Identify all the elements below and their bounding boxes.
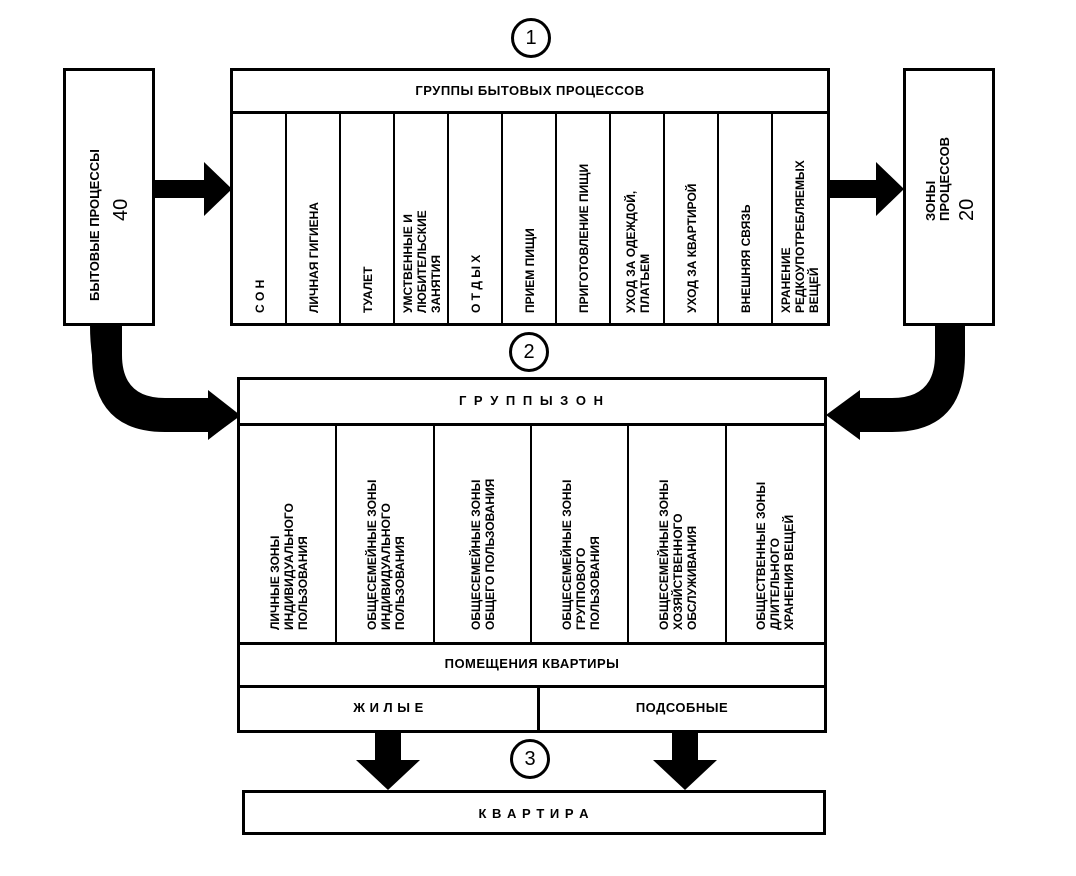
- zone-group-4: ОБЩЕСЕМЕЙНЫЕ ЗОНЫ ГРУППОВОГО ПОЛЬЗОВАНИЯ: [532, 426, 630, 642]
- zone-groups-list: ЛИЧНЫЕ ЗОНЫ ИНДИВИДУАЛЬНОГО ПОЛЬЗОВАНИЯ О…: [240, 426, 824, 645]
- household-processes-title: БЫТОВЫЕ ПРОЦЕССЫ: [87, 149, 102, 301]
- process-group-10: ВНЕШНЯЯ СВЯЗЬ: [719, 114, 773, 323]
- process-zones-title: ЗОНЫ ПРОЦЕССОВ: [923, 136, 952, 221]
- process-groups-header: ГРУППЫ БЫТОВЫХ ПРОЦЕССОВ: [233, 71, 827, 114]
- apartment-text: К В А Р Т И Р А: [478, 806, 590, 821]
- zone-group-1: ЛИЧНЫЕ ЗОНЫ ИНДИВИДУАЛЬНОГО ПОЛЬЗОВАНИЯ: [240, 426, 338, 642]
- household-processes-box: БЫТОВЫЕ ПРОЦЕССЫ 40: [63, 68, 155, 326]
- marker-1: 1: [511, 18, 551, 58]
- zone-group-label: ОБЩЕСЕМЕЙНЫЕ ЗОНЫ ГРУППОВОГО ПОЛЬЗОВАНИЯ: [559, 479, 602, 630]
- marker-3: 3: [510, 739, 550, 779]
- process-group-label: О Т Д Ы Х: [469, 254, 483, 313]
- rooms-auxiliary-text: ПОДСОБНЫЕ: [635, 700, 729, 715]
- arrow-left-to-processes: [154, 162, 232, 216]
- zone-group-5: ОБЩЕСЕМЕЙНЫЕ ЗОНЫ ХОЗЯЙСТВЕННОГО ОБСЛУЖИ…: [629, 426, 727, 642]
- process-group-label: ПРИГОТОВЛЕНИЕ ПИЩИ: [577, 163, 591, 313]
- process-group-label: С О Н: [253, 279, 267, 313]
- household-processes-number: 40: [110, 198, 132, 221]
- rooms-header: ПОМЕЩЕНИЯ КВАРТИРЫ: [240, 645, 824, 688]
- zone-groups-header: Г Р У П П Ы З О Н: [240, 380, 824, 426]
- arrow-right-curve-to-zones: [826, 325, 965, 440]
- process-group-4: УМСТВЕННЫЕ И ЛЮБИТЕЛЬСКИЕ ЗАНЯТИЯ: [395, 114, 449, 323]
- process-group-label: УХОД ЗА КВАРТИРОЙ: [685, 183, 699, 313]
- zone-group-label: ЛИЧНЫЕ ЗОНЫ ИНДИВИДУАЛЬНОГО ПОЛЬЗОВАНИЯ: [267, 503, 310, 630]
- process-group-3: ТУАЛЕТ: [341, 114, 395, 323]
- rooms-auxiliary: ПОДСОБНЫЕ: [540, 688, 824, 730]
- process-zones-number: 20: [956, 198, 978, 221]
- zone-group-2: ОБЩЕСЕМЕЙНЫЕ ЗОНЫ ИНДИВИДУАЛЬНОГО ПОЛЬЗО…: [337, 426, 435, 642]
- zone-group-3: ОБЩЕСЕМЕЙНЫЕ ЗОНЫ ОБЩЕГО ПОЛЬЗОВАНИЯ: [435, 426, 532, 642]
- process-group-label: ТУАЛЕТ: [361, 266, 375, 313]
- rooms-header-text: ПОМЕЩЕНИЯ КВАРТИРЫ: [444, 656, 620, 671]
- process-group-label: ВНЕШНЯЯ СВЯЗЬ: [739, 204, 753, 313]
- process-groups-header-text: ГРУППЫ БЫТОВЫХ ПРОЦЕССОВ: [415, 83, 645, 98]
- process-group-2: ЛИЧНАЯ ГИГИЕНА: [287, 114, 341, 323]
- process-group-label: УХОД ЗА ОДЕЖДОЙ, ПЛАТЬЕМ: [624, 190, 652, 313]
- process-groups-list: С О Н ЛИЧНАЯ ГИГИЕНА ТУАЛЕТ УМСТВЕННЫЕ И ЛЮ…: [233, 114, 827, 323]
- process-zones-box: ЗОНЫ ПРОЦЕССОВ 20: [903, 68, 995, 326]
- process-group-label: ПРИЕМ ПИЩИ: [523, 228, 537, 313]
- zone-group-6: ОБЩЕСТВЕННЫЕ ЗОНЫ ДЛИТЕЛЬНОГО ХРАНЕНИЯ В…: [727, 426, 824, 642]
- process-group-5: О Т Д Ы Х: [449, 114, 503, 323]
- process-groups-box: ГРУППЫ БЫТОВЫХ ПРОЦЕССОВ С О Н ЛИЧНАЯ ГИГ…: [230, 68, 830, 326]
- zone-group-label: ОБЩЕСТВЕННЫЕ ЗОНЫ ДЛИТЕЛЬНОГО ХРАНЕНИЯ В…: [754, 481, 797, 630]
- process-group-9: УХОД ЗА КВАРТИРОЙ: [665, 114, 719, 323]
- process-group-label: ХРАНЕНИЕ РЕДКОУПОТРЕБЛЯЕМЫХ ВЕЩЕЙ: [779, 160, 821, 313]
- rooms-living-text: Ж И Л Ы Е: [353, 700, 424, 715]
- zone-group-label: ОБЩЕСЕМЕЙНЫЕ ЗОНЫ ИНДИВИДУАЛЬНОГО ПОЛЬЗО…: [364, 479, 407, 630]
- rooms-living: Ж И Л Ы Е: [240, 688, 540, 730]
- process-group-8: УХОД ЗА ОДЕЖДОЙ, ПЛАТЬЕМ: [611, 114, 665, 323]
- process-group-label: УМСТВЕННЫЕ И ЛЮБИТЕЛЬСКИЕ ЗАНЯТИЯ: [401, 210, 443, 313]
- process-group-11: ХРАНЕНИЕ РЕДКОУПОТРЕБЛЯЕМЫХ ВЕЩЕЙ: [773, 114, 827, 323]
- arrow-living-to-apartment: [356, 732, 420, 790]
- process-group-1: С О Н: [233, 114, 287, 323]
- process-group-label: ЛИЧНАЯ ГИГИЕНА: [307, 202, 321, 313]
- marker-2: 2: [509, 332, 549, 372]
- apartment-box: К В А Р Т И Р А: [242, 790, 826, 835]
- process-group-6: ПРИЕМ ПИЩИ: [503, 114, 557, 323]
- zone-groups-header-text: Г Р У П П Ы З О Н: [458, 393, 606, 408]
- process-group-7: ПРИГОТОВЛЕНИЕ ПИЩИ: [557, 114, 611, 323]
- zone-groups-box: Г Р У П П Ы З О Н ЛИЧНЫЕ ЗОНЫ ИНДИВИДУАЛ…: [237, 377, 827, 733]
- zone-group-label: ОБЩЕСЕМЕЙНЫЕ ЗОНЫ ХОЗЯЙСТВЕННОГО ОБСЛУЖИ…: [656, 479, 699, 630]
- arrow-processes-to-right: [828, 162, 904, 216]
- arrow-auxiliary-to-apartment: [653, 732, 717, 790]
- zone-group-label: ОБЩЕСЕМЕЙНЫЕ ЗОНЫ ОБЩЕГО ПОЛЬЗОВАНИЯ: [469, 478, 498, 630]
- arrow-left-curve-to-zones: [90, 325, 240, 440]
